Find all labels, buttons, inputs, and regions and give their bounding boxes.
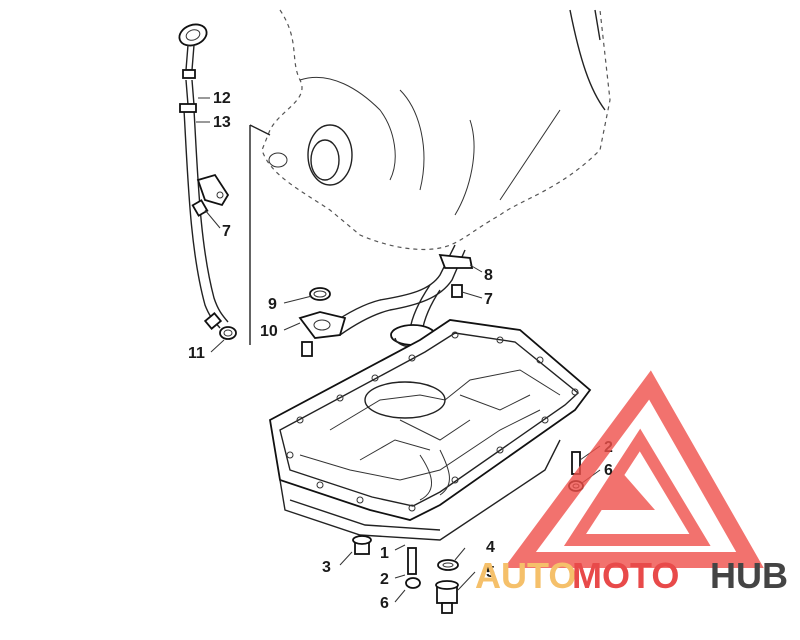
watermark-part-hub: HUB bbox=[710, 555, 788, 596]
watermark-logo bbox=[504, 370, 764, 568]
callout-7-upper: 7 bbox=[222, 223, 231, 240]
callout-8: 8 bbox=[484, 267, 493, 284]
engine-block-outline bbox=[261, 9, 611, 251]
callout-4: 4 bbox=[486, 539, 495, 556]
watermark-part-auto: AUTO bbox=[475, 555, 576, 596]
callout-3: 3 bbox=[322, 559, 331, 576]
callout-10: 10 bbox=[260, 323, 278, 340]
callout-6-bottom: 6 bbox=[380, 595, 389, 612]
callout-7-lower: 7 bbox=[484, 291, 493, 308]
watermark-text: AUTO MOTO HUB bbox=[475, 555, 788, 596]
callout-9: 9 bbox=[268, 296, 277, 313]
callout-6-right: 6 bbox=[604, 462, 613, 479]
fasteners bbox=[352, 451, 584, 614]
pan-bolt-holes bbox=[286, 331, 579, 512]
callout-1: 1 bbox=[380, 545, 389, 562]
callout-12: 12 bbox=[213, 90, 231, 107]
dipstick-assembly bbox=[178, 23, 271, 345]
oil-strainer-pipe bbox=[298, 244, 474, 357]
callout-2-bottom: 2 bbox=[380, 571, 389, 588]
oil-pan bbox=[269, 319, 592, 541]
watermark-part-moto: MOTO bbox=[572, 555, 679, 596]
callout-13: 13 bbox=[213, 114, 231, 131]
callout-5: 5 bbox=[486, 564, 495, 581]
callout-11: 11 bbox=[188, 345, 205, 362]
